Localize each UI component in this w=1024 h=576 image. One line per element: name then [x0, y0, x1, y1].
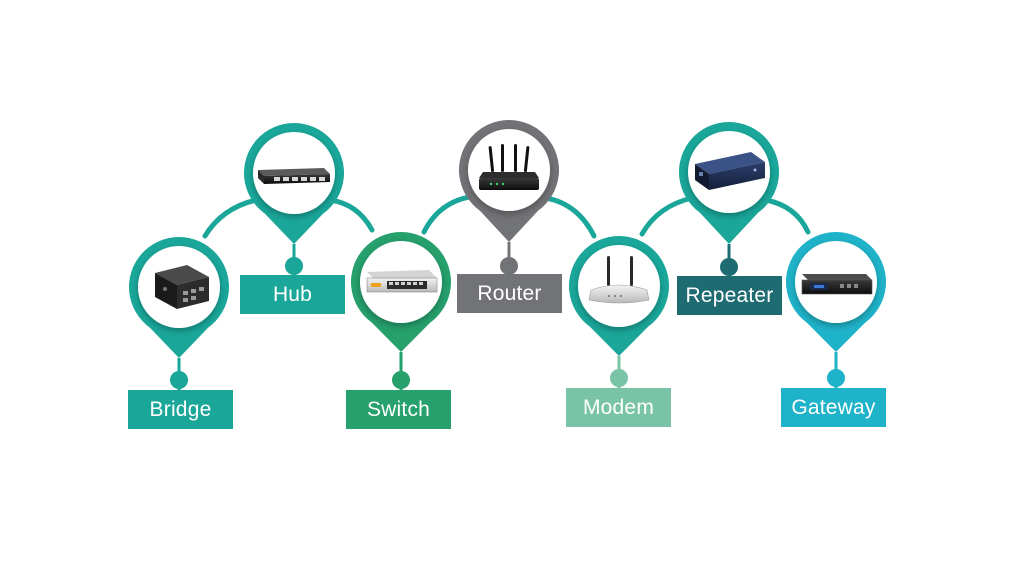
bridge-box-icon — [155, 265, 209, 309]
gateway-rack-icon — [801, 274, 873, 295]
connector-hub-switch — [327, 197, 375, 233]
connector-repeater-gateway — [763, 197, 811, 235]
label-bridge: Bridge — [128, 390, 233, 429]
pin-modem — [568, 235, 669, 388]
pin-circle-router — [468, 129, 550, 211]
label-router: Router — [457, 274, 562, 313]
pin-gateway — [786, 231, 886, 388]
label-repeater: Repeater — [677, 276, 782, 315]
pin-dot-gateway — [827, 369, 845, 387]
hub-device-icon — [258, 168, 330, 184]
pin-dot-repeater — [720, 258, 738, 276]
switch-device-icon — [366, 270, 438, 293]
pin-router — [459, 119, 560, 275]
label-gateway: Gateway — [781, 388, 886, 427]
pin-dot-bridge — [170, 371, 188, 389]
pin-dot-router — [500, 257, 518, 275]
pin-dot-switch — [392, 371, 410, 389]
pin-dot-hub — [285, 257, 303, 275]
label-hub: Hub — [240, 275, 345, 314]
pin-hub — [244, 123, 344, 275]
repeater-device-icon — [695, 152, 765, 190]
connector-bridge-hub — [202, 197, 259, 239]
connector-modem-repeater — [639, 195, 695, 237]
pin-dot-modem — [610, 369, 628, 387]
connector-switch-router — [421, 193, 479, 235]
label-modem: Modem — [566, 388, 671, 427]
pin-bridge — [129, 236, 230, 390]
pin-repeater — [679, 122, 780, 276]
router-antennas-icon — [479, 144, 539, 190]
modem-antennas-icon — [588, 256, 650, 304]
connector-router-modem — [543, 195, 597, 239]
pin-switch — [351, 231, 452, 390]
label-switch: Switch — [346, 390, 451, 429]
